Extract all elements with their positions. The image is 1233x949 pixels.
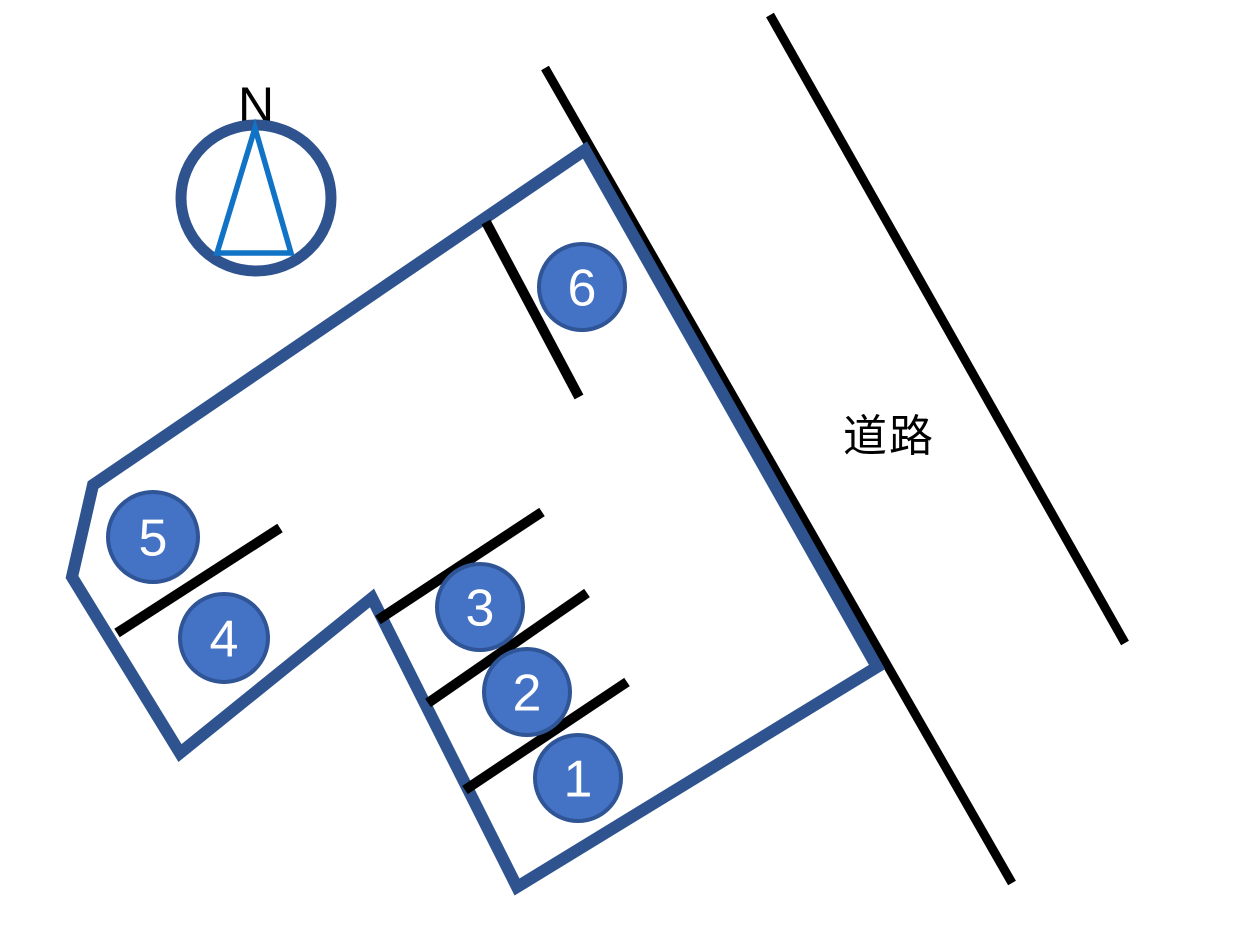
spot-number-label: 6	[568, 260, 597, 318]
spot-circle-4	[178, 592, 270, 684]
stall-divider-line-5	[114, 523, 283, 638]
compass-ring-icon	[175, 119, 337, 277]
spot-circle-5	[106, 490, 200, 584]
spot-number-label: 4	[210, 611, 239, 669]
spot-circle-6	[537, 242, 627, 332]
parking-spot-marker-3: 3	[435, 562, 525, 652]
parking-spot-marker-6: 6	[537, 242, 627, 332]
spot-number-label: 2	[513, 665, 542, 723]
spot-circle-2	[482, 647, 572, 737]
property-boundary	[65, 141, 886, 896]
parking-spot-marker-2: 2	[482, 647, 572, 737]
stall-divider-line-2	[375, 507, 545, 625]
compass: N	[175, 77, 337, 277]
spot-circle-1	[533, 733, 623, 823]
road-lines	[541, 12, 1129, 886]
stall-divider-line-3	[425, 588, 590, 708]
road-label: 道路	[843, 412, 935, 461]
spot-circle-3	[435, 562, 525, 652]
spot-number-label: 1	[564, 751, 593, 809]
parking-spot-marker-4: 4	[178, 592, 270, 684]
stall-divider-line-4	[462, 677, 630, 795]
road-edge-line-2	[766, 12, 1129, 646]
compass-needle-icon	[213, 118, 295, 256]
stall-dividers	[114, 219, 630, 795]
parking-spot-marker-1: 1	[533, 733, 623, 823]
spot-number-label: 3	[466, 580, 495, 638]
spot-number-label: 5	[139, 510, 168, 568]
parking-spot-markers: 123 45 6	[106, 242, 627, 823]
parking-spot-marker-5: 5	[106, 490, 200, 584]
stall-divider-line-1	[481, 219, 584, 400]
road-edge-line-1	[541, 65, 1016, 886]
